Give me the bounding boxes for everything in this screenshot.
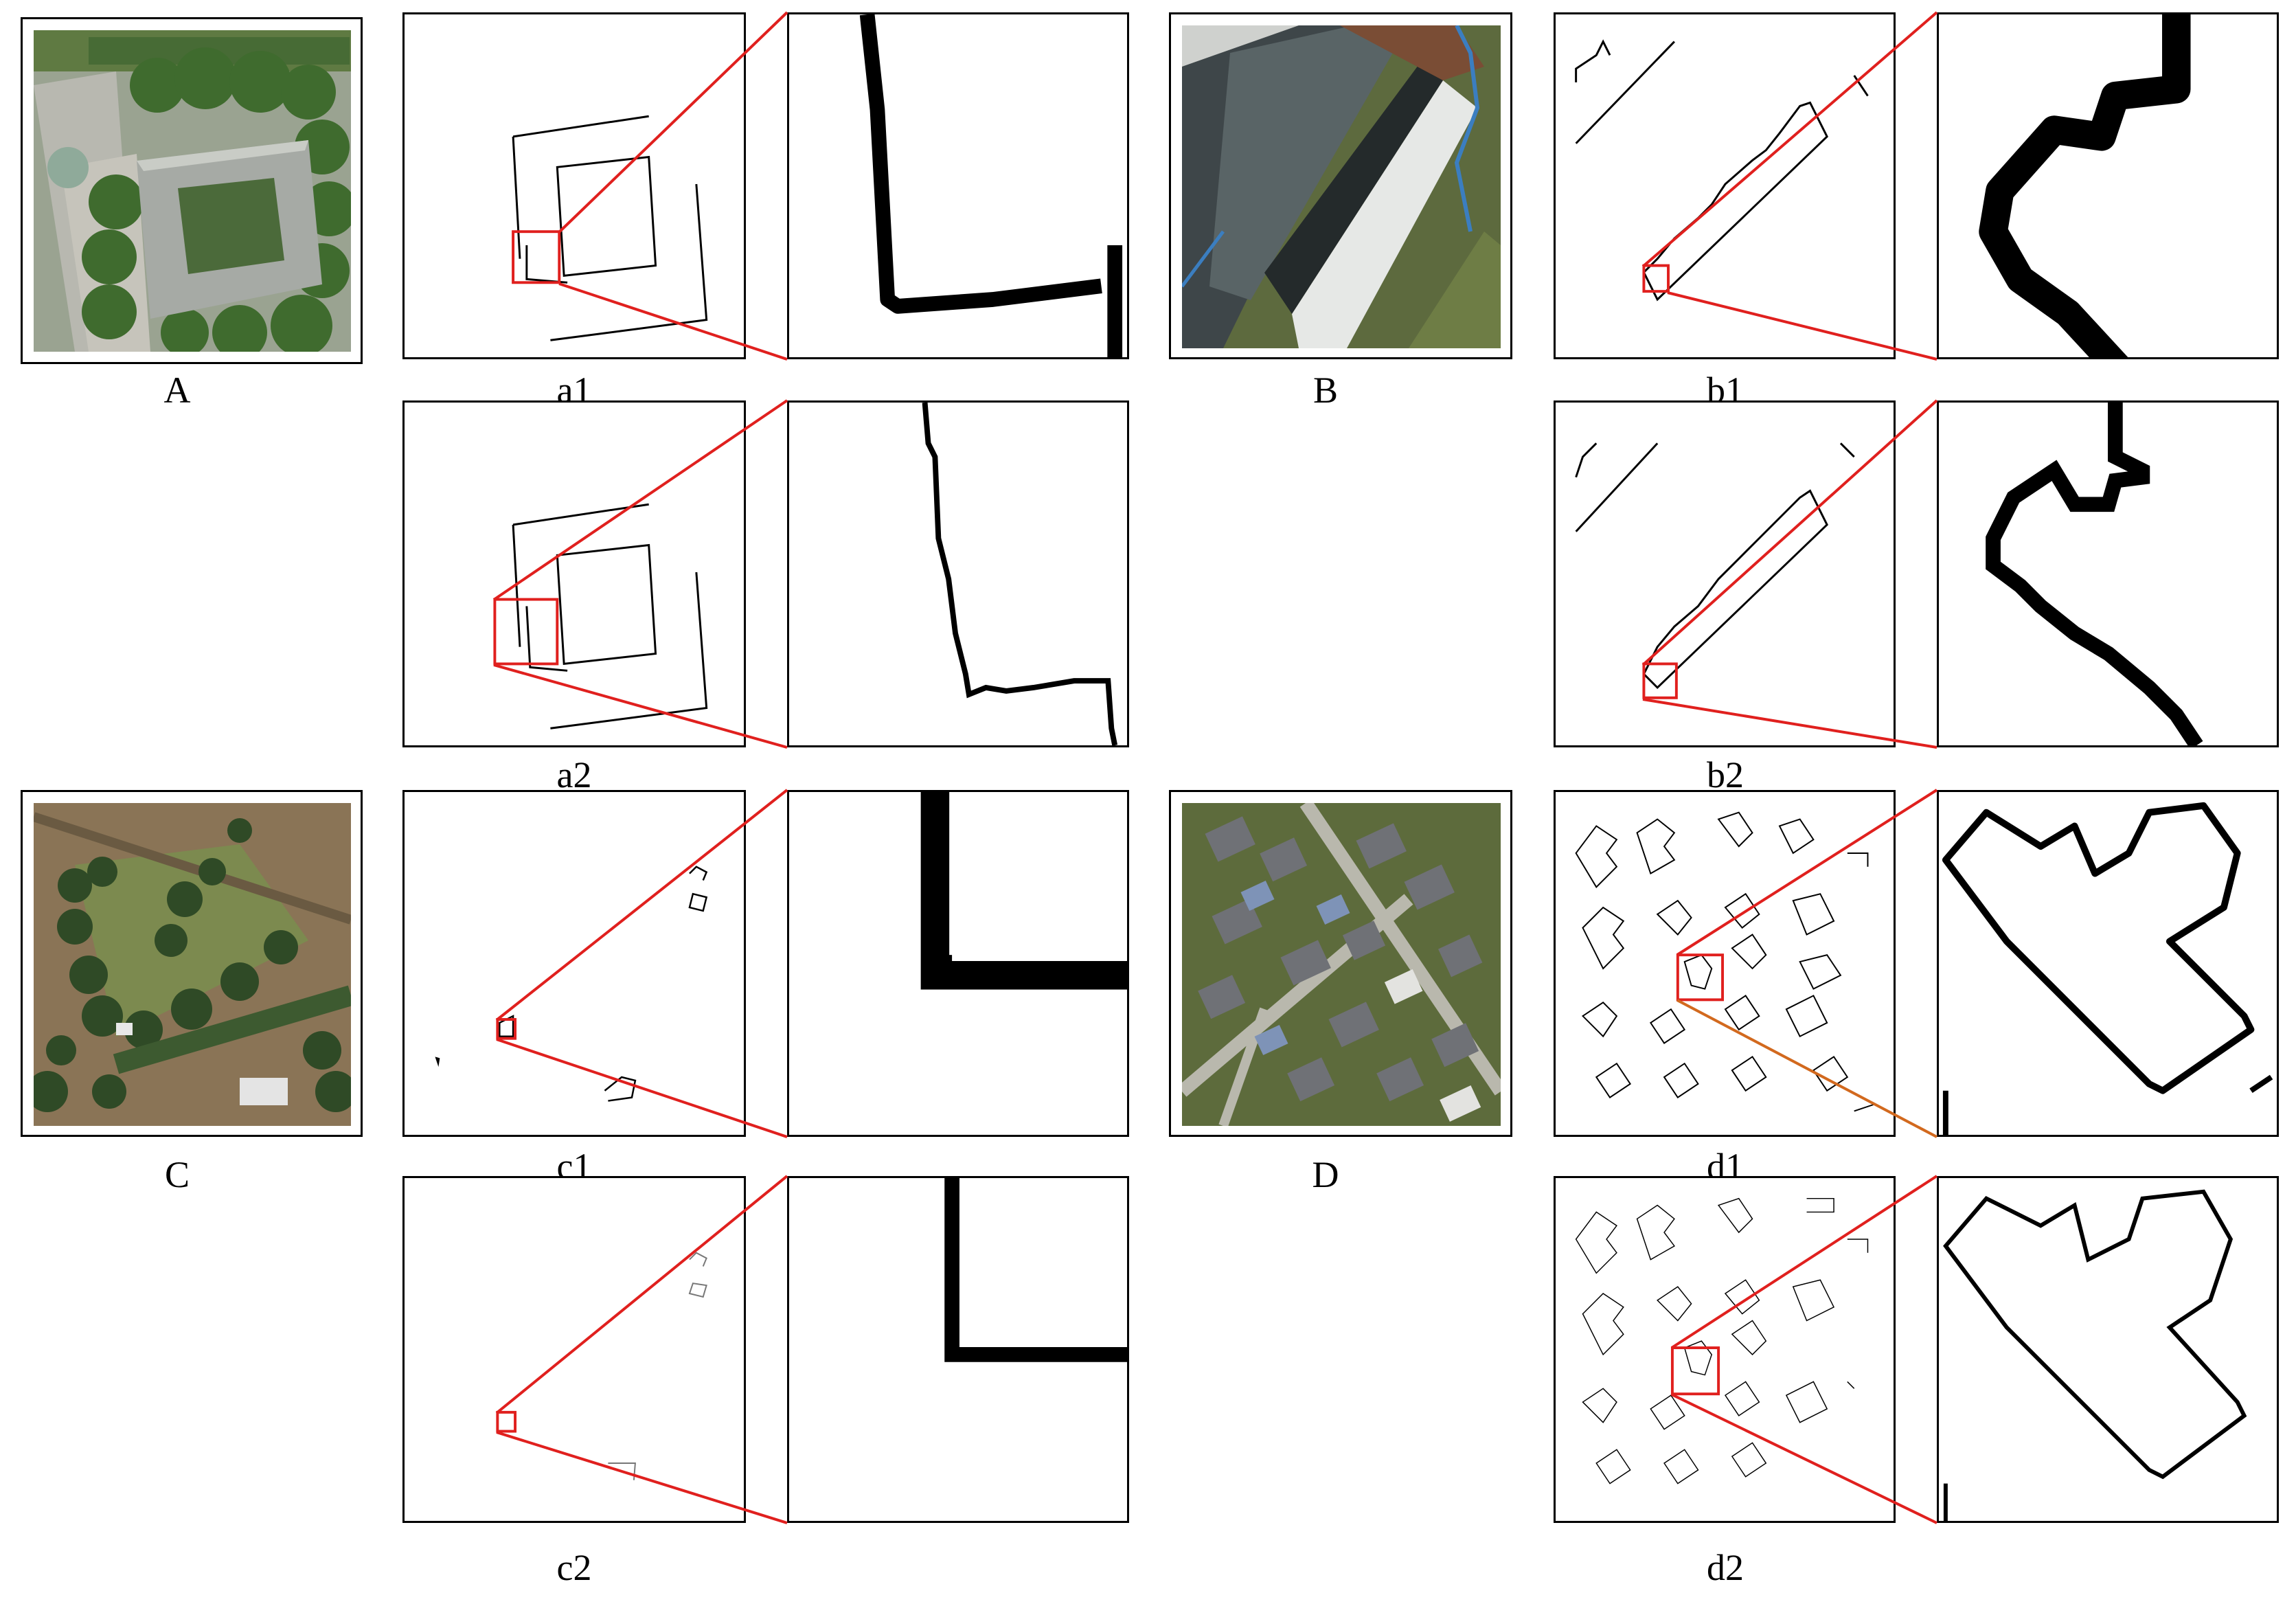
label-d2: d2: [1707, 1547, 1744, 1588]
zoom-d2: [1937, 1176, 2279, 1523]
photo-B-frame: [1169, 12, 1512, 359]
aerial-photo-C: [34, 803, 351, 1126]
aerial-photo-B: [1182, 25, 1501, 348]
label-b2: b2: [1707, 754, 1744, 795]
aerial-photo-A: [34, 30, 351, 352]
panel-c2-edges: [402, 1176, 746, 1523]
zoom-box-c2: [496, 1410, 517, 1433]
label-C: C: [164, 1154, 190, 1195]
zoom-d1: [1937, 790, 2279, 1137]
panel-c1-edges: [402, 790, 746, 1137]
label-D: D: [1312, 1154, 1339, 1195]
zoom-a1: [787, 12, 1129, 359]
label-c2: c2: [556, 1547, 592, 1588]
label-A: A: [163, 370, 191, 411]
panel-a1-edges: [402, 12, 746, 359]
zoom-box-a1: [512, 230, 561, 284]
photo-A-frame: [21, 17, 363, 364]
panel-d2-edges: [1554, 1176, 1896, 1523]
panel-b2-edges: [1554, 400, 1896, 747]
panel-b1-edges: [1554, 12, 1896, 359]
zoom-box-b2: [1642, 662, 1678, 699]
zoom-c2: [787, 1176, 1129, 1523]
photo-C-frame: [21, 790, 363, 1137]
label-a2: a2: [556, 754, 592, 795]
photo-D-frame: [1169, 790, 1512, 1137]
zoom-c1: [787, 790, 1129, 1137]
zoom-b2: [1937, 400, 2279, 747]
panel-a2-edges: [402, 400, 746, 747]
panel-d1-edges: [1554, 790, 1896, 1137]
aerial-photo-D: [1182, 803, 1501, 1126]
label-B: B: [1312, 370, 1339, 411]
zoom-a2: [787, 400, 1129, 747]
zoom-b1: [1937, 12, 2279, 359]
